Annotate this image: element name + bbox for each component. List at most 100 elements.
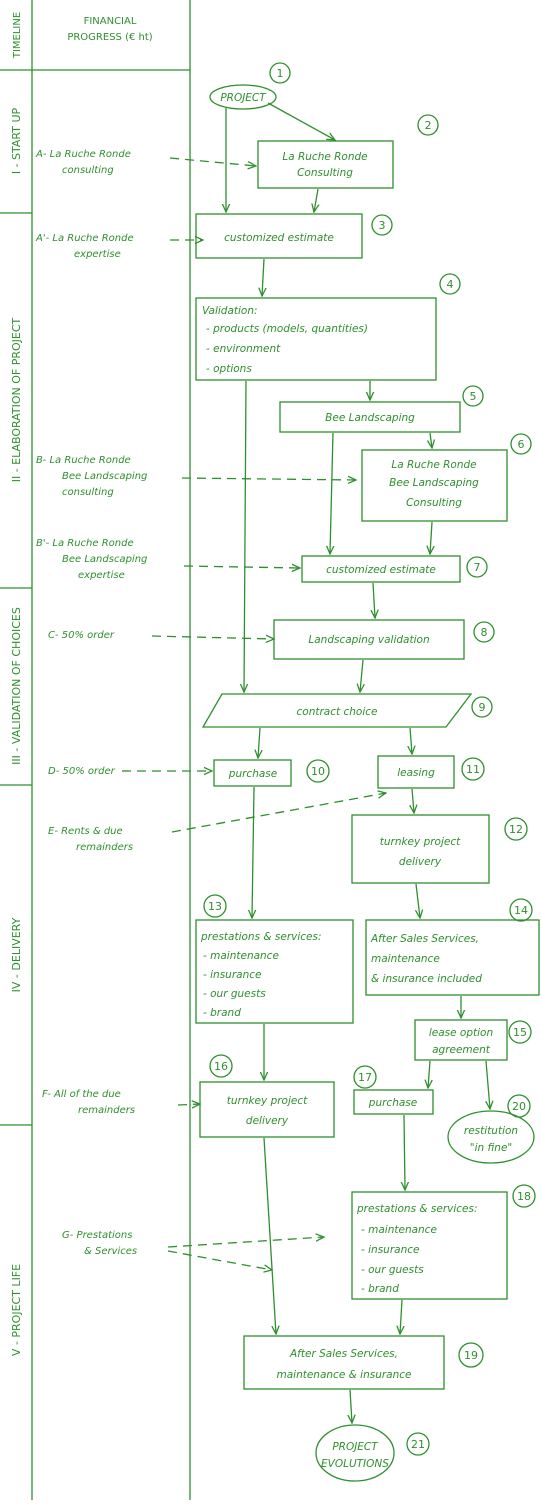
svg-text:& Services: & Services <box>84 1246 137 1257</box>
node-12-circle <box>504 817 528 841</box>
node-8-circle <box>473 621 495 643</box>
node-9-circle <box>471 696 493 718</box>
svg-text:restitution: restitution <box>464 1125 518 1137</box>
svg-text:- products (models, quantities: - products (models, quantities) <box>206 323 368 335</box>
svg-text:- insurance: - insurance <box>203 969 261 981</box>
svg-text:Consulting: Consulting <box>406 497 462 509</box>
svg-text:G- Prestations: G- Prestations <box>62 1230 132 1241</box>
svg-text:E- Rents & due: E- Rents & due <box>48 826 123 837</box>
svg-text:10: 10 <box>311 765 325 778</box>
node-6-circle <box>510 433 532 455</box>
svg-text:B'- La Ruche Ronde: B'- La Ruche Ronde <box>36 538 134 549</box>
svg-text:La Ruche Ronde: La Ruche Ronde <box>391 459 476 471</box>
node-5-circle <box>462 385 484 407</box>
phase-label-start-up: I - START UP <box>10 107 23 174</box>
svg-text:- maintenance: - maintenance <box>203 950 279 962</box>
financial-note-f: F- All of the due remainders <box>42 1089 135 1116</box>
svg-text:16: 16 <box>214 1060 228 1073</box>
svg-text:Bee Landscaping: Bee Landscaping <box>62 554 147 565</box>
node-9-text: contract choice <box>297 706 378 718</box>
svg-text:remainders: remainders <box>78 1105 135 1116</box>
svg-text:& insurance included: & insurance included <box>371 973 482 985</box>
node-12-shape <box>351 814 490 884</box>
financial-note-a: A- La Ruche Ronde consulting <box>35 149 131 176</box>
node-14-text: After Sales Services, maintenance & insu… <box>370 933 482 985</box>
svg-text:Bee Landscaping: Bee Landscaping <box>389 477 479 489</box>
node-10-text: purchase <box>228 768 277 780</box>
svg-text:prestations & services:: prestations & services: <box>200 931 322 943</box>
svg-text:maintenance & insurance: maintenance & insurance <box>277 1369 412 1381</box>
node-4-circle <box>439 273 461 295</box>
node-numbers: 1 2 3 4 5 6 7 8 9 10 11 12 13 14 15 16 1… <box>208 67 531 1451</box>
node-11-shape <box>377 755 455 789</box>
svg-text:2: 2 <box>425 119 432 132</box>
node-2-shape <box>257 140 394 189</box>
financial-note-b-prime: B'- La Ruche Ronde Bee Landscaping exper… <box>36 538 147 581</box>
svg-text:F- All of the due: F- All of the due <box>42 1089 121 1100</box>
node-7-circle <box>466 556 488 578</box>
svg-text:- brand: - brand <box>203 1007 241 1019</box>
svg-text:17: 17 <box>358 1071 372 1084</box>
svg-text:21: 21 <box>411 1438 425 1451</box>
financial-note-b: B- La Ruche Ronde Bee Landscaping consul… <box>36 455 147 498</box>
node-6-text: La Ruche Ronde Bee Landscaping Consultin… <box>389 459 479 509</box>
svg-text:B- La Ruche Ronde: B- La Ruche Ronde <box>36 455 131 466</box>
phase-label-project-life: V - PROJECT LIFE <box>10 1264 23 1356</box>
svg-text:remainders: remainders <box>76 842 133 853</box>
svg-text:After Sales Services,: After Sales Services, <box>289 1348 398 1360</box>
node-19-shape <box>243 1335 445 1390</box>
svg-text:consulting: consulting <box>62 487 114 498</box>
svg-text:5: 5 <box>470 390 477 403</box>
node-8-text: Landscaping validation <box>308 634 429 646</box>
svg-text:- our guests: - our guests <box>361 1264 424 1276</box>
node-20-text: restitution "in fine" <box>464 1125 518 1154</box>
flow-arrows <box>226 102 490 1423</box>
svg-text:maintenance: maintenance <box>371 953 440 965</box>
node-5-text: Bee Landscaping <box>325 412 415 424</box>
node-21-shape <box>315 1424 395 1482</box>
node-19-circle <box>458 1342 484 1368</box>
svg-text:La Ruche Ronde: La Ruche Ronde <box>282 151 367 163</box>
node-15-text: lease option agreement <box>429 1027 493 1056</box>
svg-text:After Sales Services,: After Sales Services, <box>370 933 479 945</box>
svg-text:12: 12 <box>509 823 523 836</box>
svg-text:delivery: delivery <box>246 1115 289 1127</box>
svg-text:19: 19 <box>464 1349 478 1362</box>
svg-text:15: 15 <box>513 1026 527 1039</box>
phase-label-delivery: IV - DELIVERY <box>10 917 23 992</box>
node-14-shape <box>365 919 540 996</box>
svg-text:Bee Landscaping: Bee Landscaping <box>62 471 147 482</box>
node-9-shape <box>201 693 473 728</box>
node-4-shape <box>195 297 437 381</box>
node-20-circle <box>507 1094 531 1118</box>
node-14-circle <box>509 898 533 922</box>
svg-text:4: 4 <box>447 278 454 291</box>
svg-text:6: 6 <box>518 438 525 451</box>
node-1-shape <box>209 84 277 110</box>
node-5-shape <box>279 401 461 433</box>
svg-text:A'- La Ruche Ronde: A'- La Ruche Ronde <box>35 233 134 244</box>
financial-note-c: C- 50% order <box>48 630 115 641</box>
node-13-shape <box>195 919 354 1024</box>
svg-text:consulting: consulting <box>62 165 114 176</box>
node-17-shape <box>353 1089 434 1115</box>
node-1-circle <box>269 62 291 84</box>
svg-text:Consulting: Consulting <box>297 167 353 179</box>
node-11-circle <box>461 757 485 781</box>
node-3-text: customized estimate <box>224 232 334 244</box>
svg-text:- options: - options <box>206 363 252 375</box>
node-16-shape <box>199 1081 335 1138</box>
node-6-shape <box>361 449 508 522</box>
node-10-circle <box>306 759 330 783</box>
svg-text:3: 3 <box>379 219 386 232</box>
node-2-circle <box>417 114 439 136</box>
svg-text:"in fine": "in fine" <box>470 1142 512 1154</box>
node-21-text: PROJECT EVOLUTIONS <box>321 1441 389 1470</box>
svg-text:14: 14 <box>514 904 528 917</box>
node-16-text: turnkey project delivery <box>227 1095 308 1127</box>
phase-label-validation: III - VALIDATION OF CHOICES <box>10 607 23 765</box>
node-18-shape <box>351 1191 508 1300</box>
svg-text:7: 7 <box>474 561 481 574</box>
svg-text:9: 9 <box>479 701 486 714</box>
svg-text:20: 20 <box>512 1100 526 1113</box>
